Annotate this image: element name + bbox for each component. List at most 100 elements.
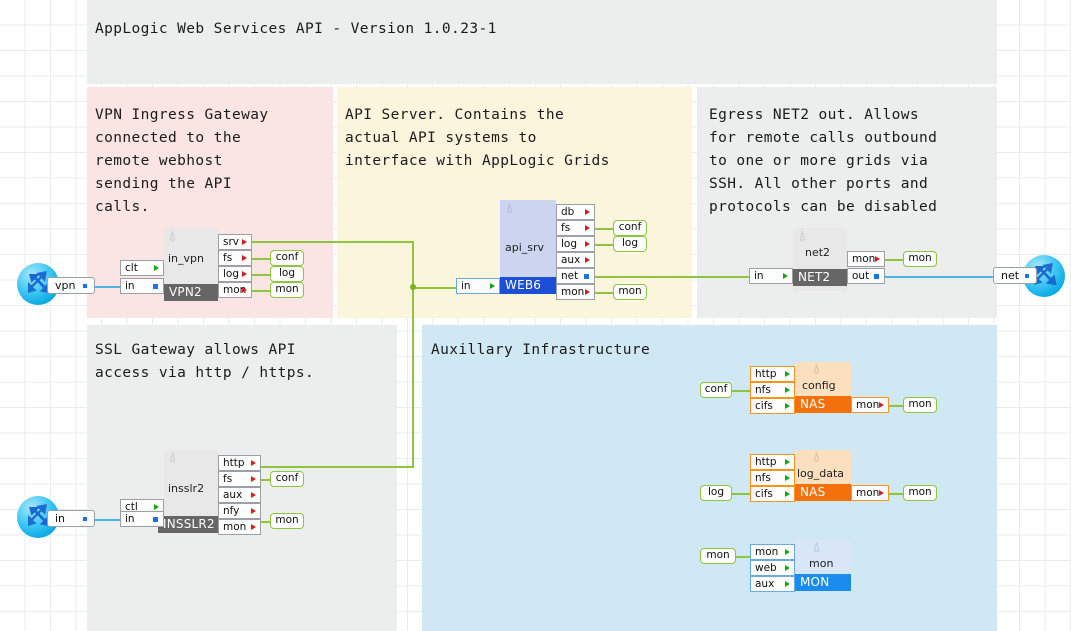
wire-vpngw-to-vpn2 [84, 286, 120, 288]
wire-to-apisrv-in [412, 287, 458, 289]
bulb-icon [813, 452, 820, 462]
port-label: http [223, 457, 245, 469]
logdata-input-nfs[interactable]: nfs [750, 470, 795, 486]
logdata-input-cifs[interactable]: cifs [750, 486, 795, 502]
insslr2-output-http[interactable]: http [218, 455, 261, 471]
port-label: in [754, 270, 764, 282]
mon-input-web[interactable]: web [750, 560, 795, 576]
wire-insslr2-fs-conf [252, 479, 270, 481]
net2-input-in[interactable]: in [749, 268, 793, 284]
diagram-title: AppLogic Web Services API - Version 1.0.… [95, 21, 497, 37]
insslr2-endpoint-mon[interactable]: mon [270, 513, 304, 529]
apisrv-output-mon[interactable]: mon [556, 284, 595, 300]
wire-apisrv-fs-conf [595, 228, 613, 230]
gateway-pin-net-label: net [1001, 269, 1020, 282]
vpn2-body [164, 228, 218, 291]
gateway-pin-vpn[interactable]: vpn [47, 277, 95, 294]
network-gateway-icon-net[interactable] [1022, 254, 1066, 298]
vpn2-input-clt[interactable]: clt [120, 260, 164, 276]
port-label: web [755, 562, 777, 574]
insslr2-input-in[interactable]: in [120, 511, 164, 527]
vpn2-output-srv[interactable]: srv [218, 234, 252, 250]
logdata-output-mon[interactable]: mon [851, 485, 889, 501]
vpn2-endpoint-conf[interactable]: conf [270, 250, 304, 266]
insslr2-name: insslr2 [168, 482, 205, 495]
mon-input-aux[interactable]: aux [750, 576, 795, 592]
wire-log-to-logdata [732, 493, 750, 495]
vpn2-input-in[interactable]: in [120, 278, 164, 294]
wire-net2-out-to-gateway [885, 276, 995, 278]
wire-apisrv-net-to-net2 [595, 276, 759, 278]
port-label: fs [223, 473, 233, 485]
apisrv-endpoint-mon[interactable]: mon [613, 284, 647, 300]
port-label: aux [561, 254, 581, 266]
port-label: nfy [223, 505, 240, 517]
mon-tag: MON [795, 574, 851, 591]
mon-name: mon [809, 557, 834, 570]
insslr2-output-mon[interactable]: mon [218, 519, 261, 535]
insslr2-output-nfy[interactable]: nfy [218, 503, 261, 519]
vpn2-tag: VPN2 [164, 284, 218, 301]
port-label: mon [223, 521, 247, 533]
port-label: cifs [755, 488, 773, 500]
config-input-nfs[interactable]: nfs [750, 382, 795, 398]
port-label: http [755, 368, 777, 380]
config-source-endpoint-conf[interactable]: conf [700, 382, 732, 398]
insslr2-output-fs[interactable]: fs [218, 471, 261, 487]
wire-mon-to-monblock [732, 556, 750, 558]
vpn2-endpoint-mon[interactable]: mon [270, 282, 304, 298]
apisrv-endpoint-log[interactable]: log [613, 236, 647, 252]
wire-vpn2-mon-mon [252, 290, 270, 292]
config-endpoint-mon[interactable]: mon [903, 397, 937, 413]
config-input-http[interactable]: http [750, 366, 795, 382]
wire-insslr2-mon-mon [252, 521, 270, 523]
port-label: mon [856, 399, 880, 411]
apisrv-output-aux[interactable]: aux [556, 252, 595, 268]
wire-vpn2-srv-v [412, 241, 414, 468]
gateway-pin-ssl-in[interactable]: in [47, 510, 95, 527]
insslr2-output-aux[interactable]: aux [218, 487, 261, 503]
logdata-source-endpoint-log[interactable]: log [700, 485, 732, 501]
vpn2-endpoint-log[interactable]: log [270, 266, 304, 282]
port-label: log [561, 238, 578, 250]
gateway-pin-ssl-label: in [55, 512, 66, 525]
apisrv-endpoint-conf[interactable]: conf [613, 220, 647, 236]
apisrv-tag: WEB6 [500, 277, 556, 294]
net2-output-mon[interactable]: mon [847, 251, 885, 267]
gateway-pin-net[interactable]: net [993, 267, 1037, 284]
logdata-input-http[interactable]: http [750, 454, 795, 470]
logdata-endpoint-mon[interactable]: mon [903, 485, 937, 501]
config-input-cifs[interactable]: cifs [750, 398, 795, 414]
vpn2-output-log[interactable]: log [218, 266, 252, 282]
mon-input-mon[interactable]: mon [750, 544, 795, 560]
vpn2-output-mon[interactable]: mon [218, 282, 252, 298]
pin-dot-icon [83, 517, 87, 521]
port-label: fs [561, 222, 571, 234]
mon-source-endpoint-mon[interactable]: mon [700, 548, 736, 564]
config-name: config [802, 379, 836, 392]
port-label: srv [223, 236, 240, 248]
wire-config-mon-mon [885, 405, 903, 407]
port-label: clt [125, 262, 138, 274]
port-label: nfs [755, 384, 771, 396]
port-label: mon [755, 546, 779, 558]
port-label: http [755, 456, 777, 468]
apisrv-output-net[interactable]: net [556, 268, 595, 284]
port-label: log [223, 268, 240, 280]
network-gateway-icon-vpn[interactable] [16, 262, 60, 306]
net2-endpoint-mon[interactable]: mon [903, 251, 937, 267]
apisrv-output-log[interactable]: log [556, 236, 595, 252]
insslr2-endpoint-conf[interactable]: conf [270, 471, 304, 487]
config-output-mon[interactable]: mon [851, 397, 889, 413]
vpn-panel-description: VPN Ingress Gateway connected to the rem… [95, 107, 269, 215]
net2-tag: NET2 [793, 269, 847, 286]
network-gateway-icon-ssl[interactable] [16, 495, 60, 539]
net2-output-out[interactable]: out [847, 268, 885, 284]
apisrv-output-db[interactable]: db [556, 204, 595, 220]
apisrv-output-fs[interactable]: fs [556, 220, 595, 236]
port-label: ctl [125, 501, 138, 513]
apisrv-input-in[interactable]: in [456, 278, 500, 294]
vpn2-output-fs[interactable]: fs [218, 250, 252, 266]
port-label: db [561, 206, 575, 218]
